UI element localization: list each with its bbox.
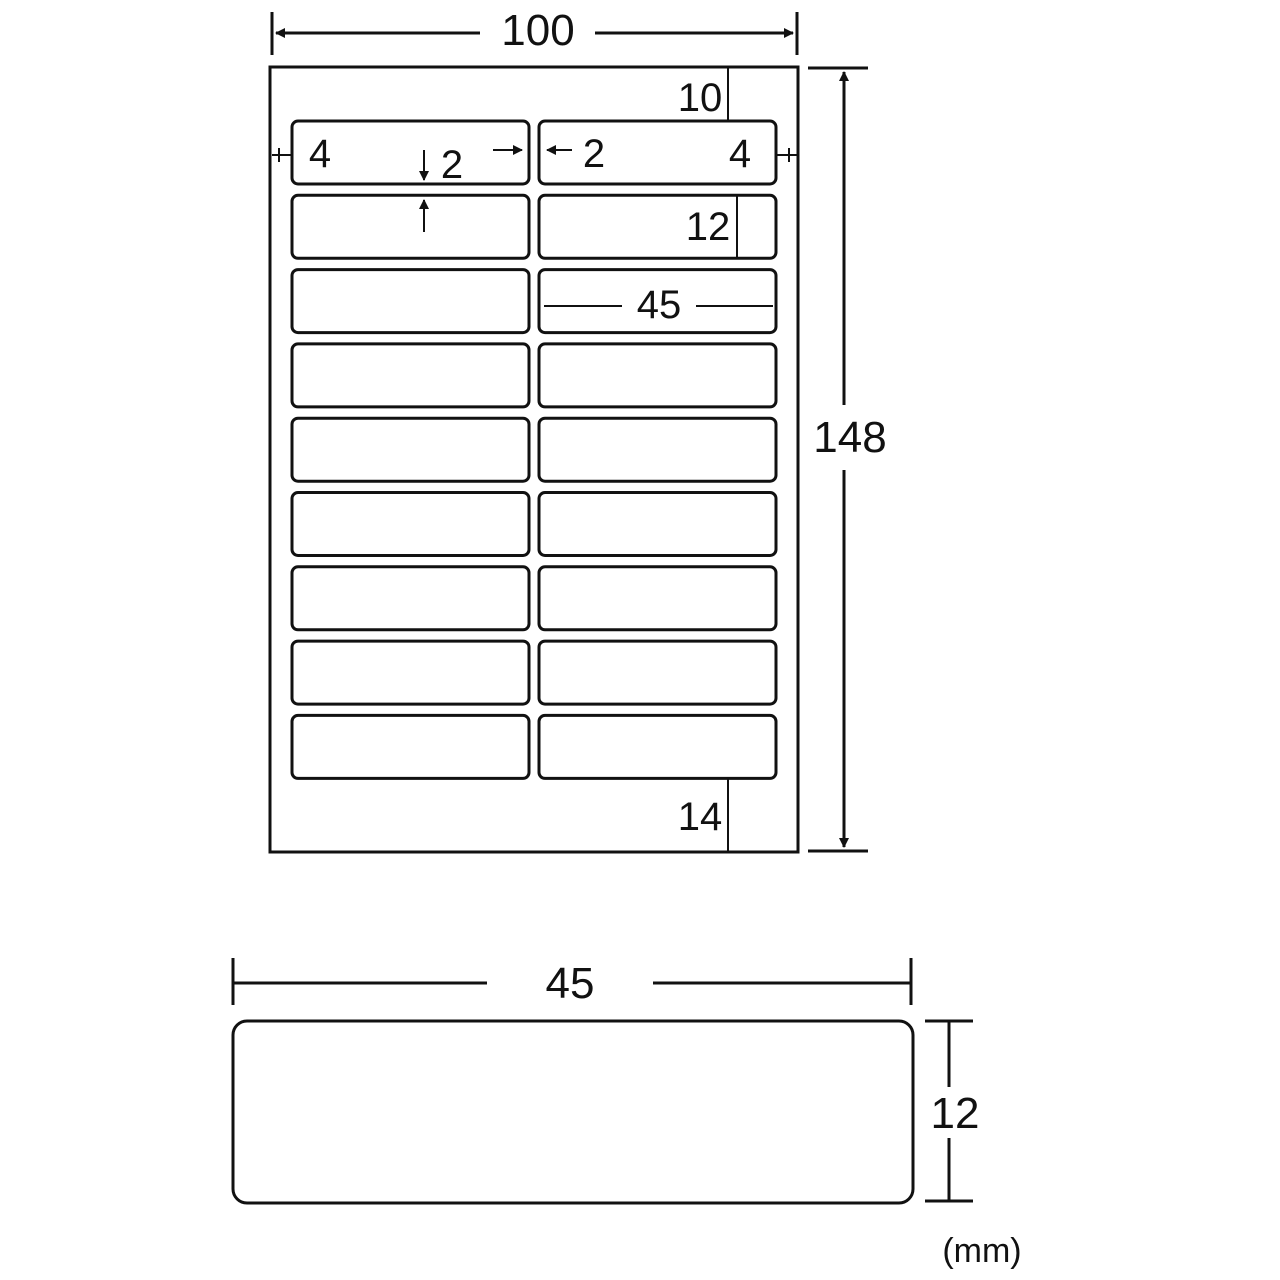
label-cell	[290, 193, 531, 260]
label-cell	[290, 491, 531, 557]
single-label-height-dimension: 12	[925, 1019, 980, 1203]
label-cell	[537, 639, 778, 706]
left-margin-dimension: 4	[272, 132, 331, 176]
label-height-label: 12	[686, 205, 731, 249]
single-label-width-label: 45	[546, 959, 595, 1008]
single-label-height-label: 12	[931, 1089, 980, 1138]
label-cell	[537, 416, 778, 483]
label-width-dimension: 45	[544, 283, 773, 327]
sheet-width-label: 100	[501, 6, 574, 55]
label-cell	[290, 119, 531, 186]
right-margin-dimension: 4	[729, 132, 797, 176]
column-gap-dimension: 2	[493, 132, 605, 176]
single-label-width-dimension: 45	[231, 958, 913, 1008]
label-cell	[537, 491, 778, 557]
label-cell	[290, 268, 531, 335]
right-margin-label: 4	[729, 132, 751, 176]
label-height-dimension: 12	[686, 195, 738, 258]
label-cell	[290, 713, 531, 780]
top-margin-label: 10	[678, 76, 723, 120]
label-cell	[290, 565, 531, 632]
label-cell	[537, 193, 778, 260]
label-cell	[537, 565, 778, 632]
label-cell	[537, 342, 778, 409]
unit-label: (mm)	[942, 1232, 1021, 1270]
column-gap-label: 2	[583, 132, 605, 176]
top-margin-dimension: 10	[678, 67, 729, 121]
bottom-margin-dimension: 14	[678, 777, 729, 851]
single-label-outline	[231, 1019, 915, 1205]
label-cell	[537, 713, 778, 780]
label-cell	[537, 119, 778, 186]
label-cell	[537, 268, 778, 335]
row-gap-label: 2	[441, 143, 463, 187]
bottom-margin-label: 14	[678, 795, 723, 839]
left-margin-label: 4	[309, 132, 331, 176]
row-gap-dimension: 2	[419, 143, 463, 232]
sheet-height-label: 148	[813, 413, 886, 462]
label-width-label: 45	[637, 283, 682, 327]
label-grid	[290, 119, 778, 780]
label-cell	[290, 342, 531, 409]
label-cell	[290, 639, 531, 706]
sheet-height-dimension: 148	[808, 66, 887, 853]
sheet-width-dimension: 100	[270, 6, 799, 55]
label-cell	[290, 416, 531, 483]
